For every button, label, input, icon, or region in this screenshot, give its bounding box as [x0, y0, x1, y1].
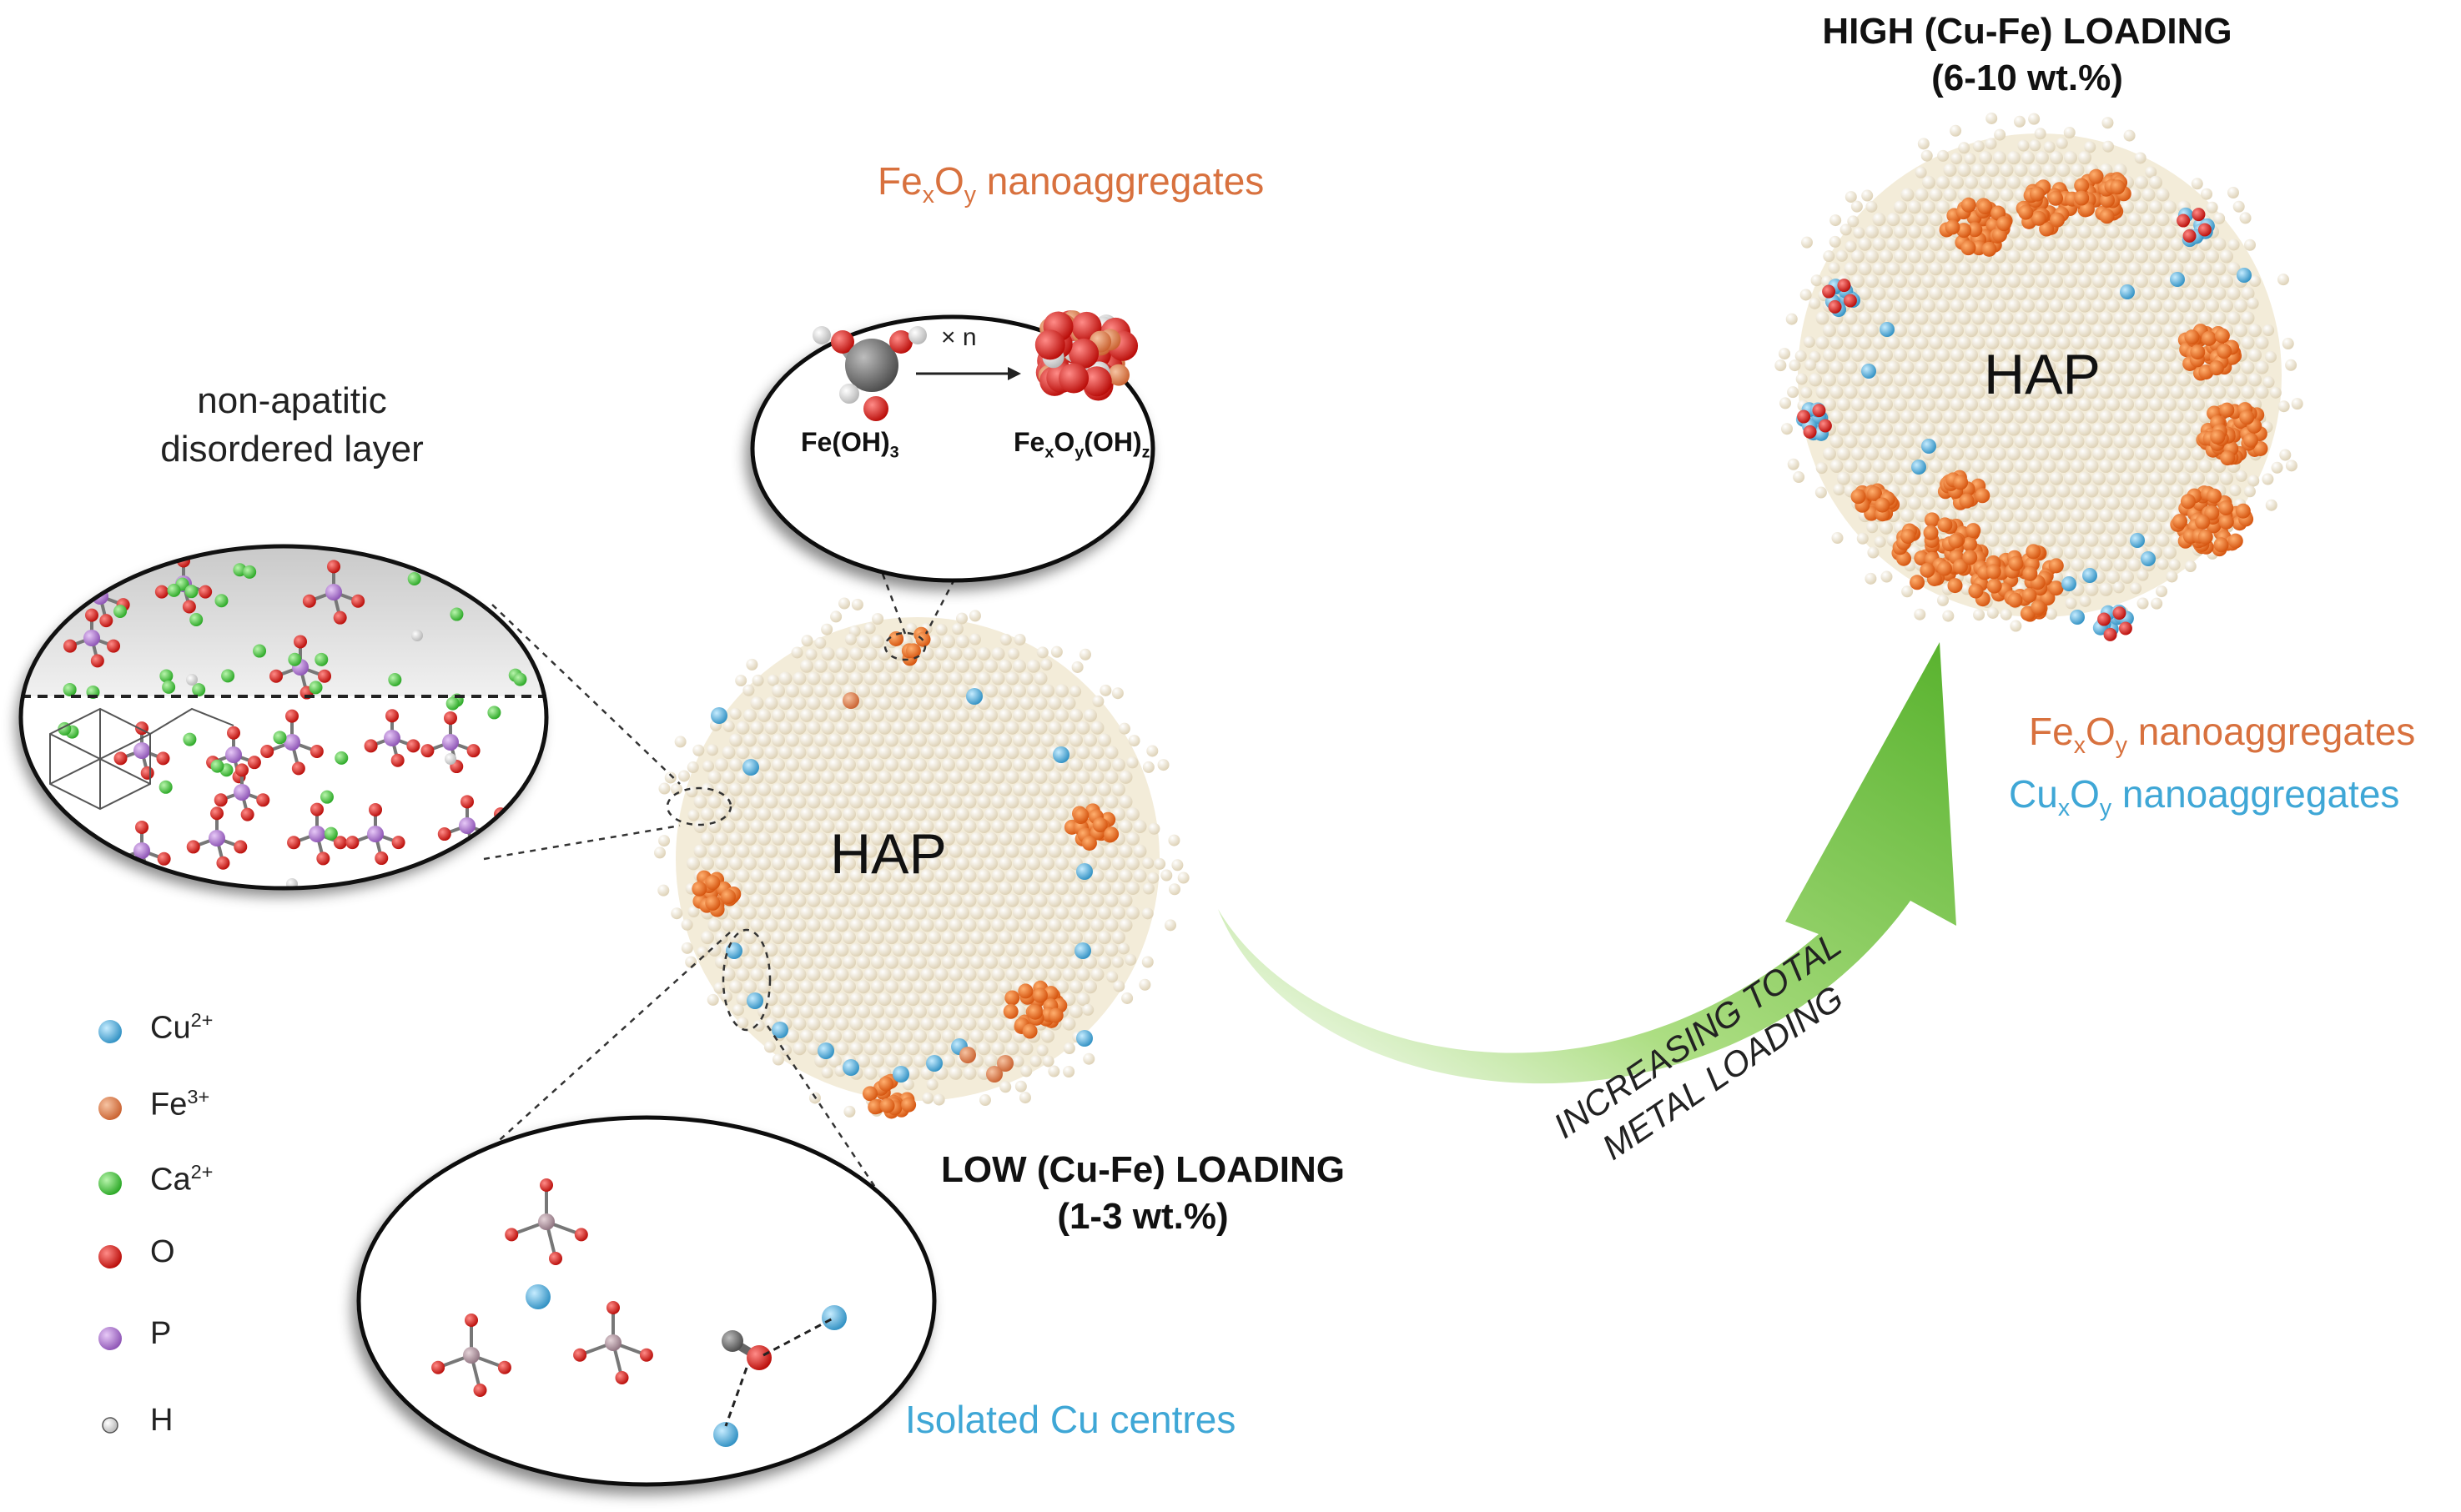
feox-nanoaggregate: [862, 1073, 917, 1119]
cuox-nanoaggregate: [1822, 279, 1860, 318]
high-loading-line1: HIGH (Cu-Fe) LOADING: [1822, 11, 2232, 52]
fe-site: [986, 1066, 1003, 1083]
cu-site: [1074, 942, 1091, 959]
cu-site: [818, 1042, 834, 1059]
cu-site: [526, 1284, 551, 1309]
disordered-layer-inset: [18, 544, 549, 891]
cu-site: [2130, 533, 2145, 548]
cu-site: [2170, 272, 2185, 287]
feox-nanoaggregate: [2177, 324, 2242, 381]
feox-nanoaggregate: [2170, 485, 2254, 557]
cuox-nanoaggregate: [1795, 402, 1832, 441]
nonapatitic-label-line1: non-apatitic: [197, 380, 387, 421]
cu-site: [1880, 322, 1895, 337]
reaction-multiplier: × n: [941, 324, 977, 351]
cu-site: [713, 1422, 738, 1447]
cu-site: [711, 707, 727, 724]
hap-particle-low: [653, 597, 1190, 1119]
legend-marker-o: [98, 1245, 122, 1268]
cu-site: [843, 1059, 859, 1076]
legend-item-o: O: [150, 1234, 175, 1269]
feox-cluster: [1034, 310, 1139, 401]
feox-nanoaggregate: [1850, 483, 1900, 522]
cu-site: [1921, 439, 1936, 454]
feoh3-molecule: [813, 326, 927, 421]
cuox-nanoaggregate: [2092, 604, 2134, 641]
fe-site: [843, 692, 859, 709]
cu-site: [772, 1022, 788, 1038]
cu-site: [1861, 364, 1876, 379]
cu-site: [1076, 1030, 1093, 1047]
nonapatitic-label: non-apatitic disordered layer: [92, 377, 492, 474]
feox-nanoaggregate: [1003, 980, 1068, 1039]
feox-nanoaggregate: [1891, 512, 1989, 594]
legend-item-ca: Ca2+: [150, 1161, 214, 1198]
cuox-nanoaggregate: [2177, 207, 2215, 248]
cu-site: [1911, 460, 1926, 475]
feox-nanoaggregate: [2016, 179, 2080, 237]
cu-site: [2237, 268, 2252, 283]
cu-site: [747, 992, 763, 1009]
cu-site: [726, 942, 742, 959]
hap-particle-high: [1774, 112, 2303, 641]
zoom-guide-lines: [450, 537, 978, 1227]
feox-nanoaggregate: [1937, 470, 1990, 510]
cu-site: [2120, 284, 2135, 299]
hap-label-low: HAP: [830, 822, 947, 886]
feox-nanoaggregate: [2073, 168, 2131, 224]
cu-site: [966, 688, 983, 705]
legend-item-cu: Cu2+: [150, 1009, 214, 1046]
feox-nanoaggregate: [888, 626, 931, 666]
legend-marker-p: [98, 1327, 122, 1350]
cu-site: [822, 1305, 847, 1330]
cu-site: [742, 759, 759, 776]
cu-site: [2070, 610, 2085, 625]
cu-site: [2082, 568, 2097, 583]
legend-markers: [98, 1020, 122, 1434]
reactant-formula: Fe(OH)3: [801, 427, 899, 462]
legend-item-h: H: [150, 1403, 174, 1438]
feox-formation-inset: [750, 310, 1155, 583]
cu-site: [2141, 551, 2156, 566]
cu-site: [1076, 863, 1093, 880]
cu-site: [893, 1066, 909, 1083]
feox-nanoaggregate: [1968, 544, 2064, 622]
fexoy-label-right: FexOy nanoaggregates: [2029, 710, 2416, 760]
fe-site: [997, 1055, 1014, 1072]
high-loading-line2: (6-10 wt.%): [1931, 58, 2123, 98]
legend-marker-cu: [98, 1020, 122, 1043]
legend-marker-ca: [98, 1172, 122, 1195]
isolated-cu-inset: [356, 1115, 937, 1487]
cu-site: [1053, 746, 1069, 763]
cu-site: [926, 1055, 943, 1072]
high-loading-label: HIGH (Cu-Fe) LOADING (6-10 wt.%): [1794, 8, 2261, 102]
nonapatitic-label-line2: disordered layer: [160, 429, 424, 470]
feox-nanoaggregate: [692, 870, 742, 917]
hap-label-high: HAP: [1984, 343, 2101, 406]
product-formula: FexOy(OH)z: [1014, 427, 1150, 462]
cuxoy-label-right: CuxOy nanoaggregates: [2009, 772, 2400, 822]
low-loading-label: LOW (Cu-Fe) LOADING (1-3 wt.%): [909, 1147, 1376, 1240]
fexoy-label-top: FexOy nanoaggregates: [878, 159, 1265, 209]
legend-marker-fe: [98, 1097, 122, 1120]
feox-nanoaggregate: [1939, 197, 2013, 257]
feox-nanoaggregate: [1064, 803, 1120, 851]
increasing-loading-arrow: [1218, 642, 1956, 1084]
feox-nanoaggregate: [2196, 402, 2268, 466]
legend-marker-h: [102, 1417, 118, 1434]
legend-item-fe: Fe3+: [150, 1086, 210, 1123]
isolated-cu-label: Isolated Cu centres: [905, 1398, 1236, 1441]
legend-item-p: P: [150, 1316, 172, 1351]
low-loading-line2: (1-3 wt.%): [1057, 1196, 1229, 1237]
fe-site: [959, 1047, 976, 1063]
low-loading-line1: LOW (Cu-Fe) LOADING: [941, 1149, 1345, 1190]
cu-site: [2061, 576, 2076, 591]
